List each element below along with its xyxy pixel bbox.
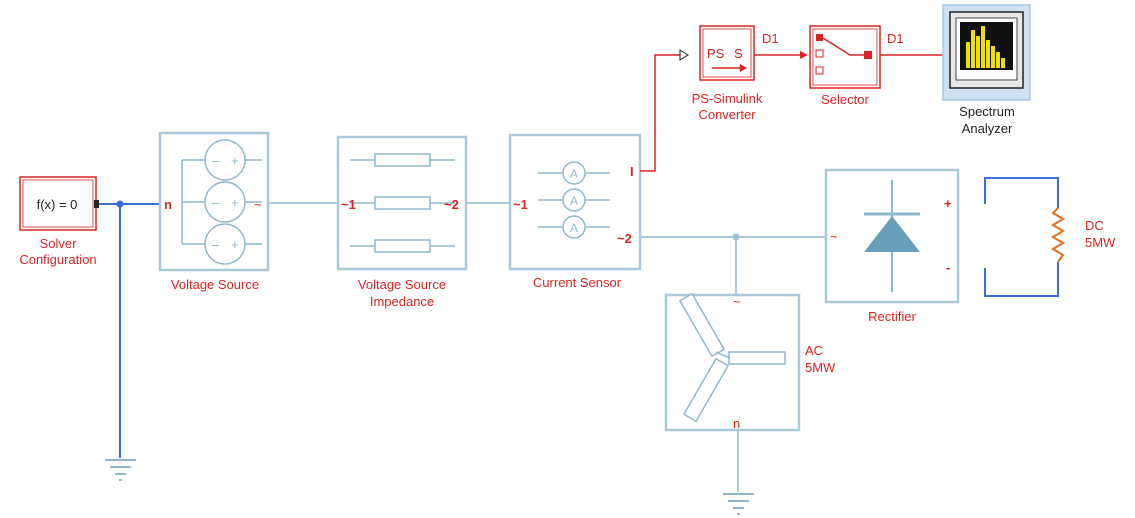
svg-text:–: – (212, 195, 220, 210)
port-1: ~1 (513, 197, 528, 212)
dc-load-label: DC (1085, 218, 1104, 233)
wye-load-icon (678, 292, 786, 423)
current-sensor-block[interactable]: A A A ~1 ~2 I Current Sensor (508, 133, 642, 290)
voltage-source-icon: – + – + – + (181, 139, 262, 265)
port-tilde: ~ (830, 229, 838, 244)
solver-text: f(x) = 0 (37, 197, 78, 212)
ground-wires (98, 177, 1059, 458)
voltage-source-label: Voltage Source (171, 277, 259, 292)
rectifier-block[interactable]: ~ + - Rectifier (824, 168, 960, 324)
svg-text:+: + (231, 195, 239, 210)
voltage-source-block[interactable]: – + – + – + n ~ Voltage Source (158, 131, 270, 292)
port-tilde: ~ (733, 294, 741, 309)
solver-configuration-block[interactable]: f(x) = 0 Solver Configuration (19, 176, 99, 267)
resistor-icon (1051, 207, 1065, 263)
ps-converter-label: Converter (698, 107, 756, 122)
svg-text:S: S (734, 46, 743, 61)
signal-lines: D1 D1 (640, 31, 952, 172)
signal-d1: D1 (762, 31, 779, 46)
spectrum-label: Spectrum (959, 104, 1015, 119)
current-sensor-label: Current Sensor (533, 275, 622, 290)
svg-text:A: A (570, 167, 578, 181)
dc-load-block[interactable]: DC 5MW (1051, 207, 1116, 263)
impedance-block[interactable]: ~1 ~2 Voltage Source Impedance (336, 135, 468, 309)
ground-icon (105, 459, 136, 481)
signal-d1: D1 (887, 31, 904, 46)
port-n: n (164, 197, 172, 212)
ac-load-block[interactable]: ~ n AC 5MW (664, 292, 836, 432)
svg-text:–: – (212, 153, 220, 168)
dc-load-label: 5MW (1085, 235, 1116, 250)
port-plus: + (944, 196, 952, 211)
physical-wires (268, 202, 826, 492)
diode-icon (864, 180, 920, 292)
solver-label: Configuration (19, 252, 96, 267)
impedance-label: Impedance (370, 294, 434, 309)
resistor-icon (350, 153, 455, 253)
arrow-right-icon (712, 64, 747, 72)
port-n: n (733, 416, 740, 431)
rectifier-label: Rectifier (868, 309, 916, 324)
port-minus: - (946, 260, 950, 275)
spectrum-analyzer-block[interactable]: Spectrum Analyzer (942, 4, 1031, 136)
spectrum-icon (966, 26, 1005, 68)
selector-block[interactable]: Selector (809, 25, 881, 107)
svg-text:–: – (212, 237, 220, 252)
svg-text:+: + (231, 153, 239, 168)
port-i: I (630, 164, 634, 179)
port-1: ~1 (341, 197, 356, 212)
ps-simulink-converter-block[interactable]: PS S PS-Simulink Converter (692, 25, 763, 122)
ac-load-label: AC (805, 343, 823, 358)
svg-text:PS: PS (707, 46, 725, 61)
port-2: ~2 (444, 197, 459, 212)
impedance-label: Voltage Source (358, 277, 446, 292)
svg-text:+: + (231, 237, 239, 252)
port-2: ~2 (617, 231, 632, 246)
switch-icon (815, 34, 872, 75)
port-tilde: ~ (254, 197, 262, 212)
ammeter-icon: A A A (538, 161, 610, 239)
svg-text:A: A (570, 221, 578, 235)
selector-label: Selector (821, 92, 869, 107)
solver-label: Solver (40, 236, 78, 251)
ac-load-label: 5MW (805, 360, 836, 375)
svg-text:A: A (570, 194, 578, 208)
spectrum-label: Analyzer (962, 121, 1013, 136)
ground-icon (723, 493, 754, 515)
ps-converter-label: PS-Simulink (692, 91, 763, 106)
